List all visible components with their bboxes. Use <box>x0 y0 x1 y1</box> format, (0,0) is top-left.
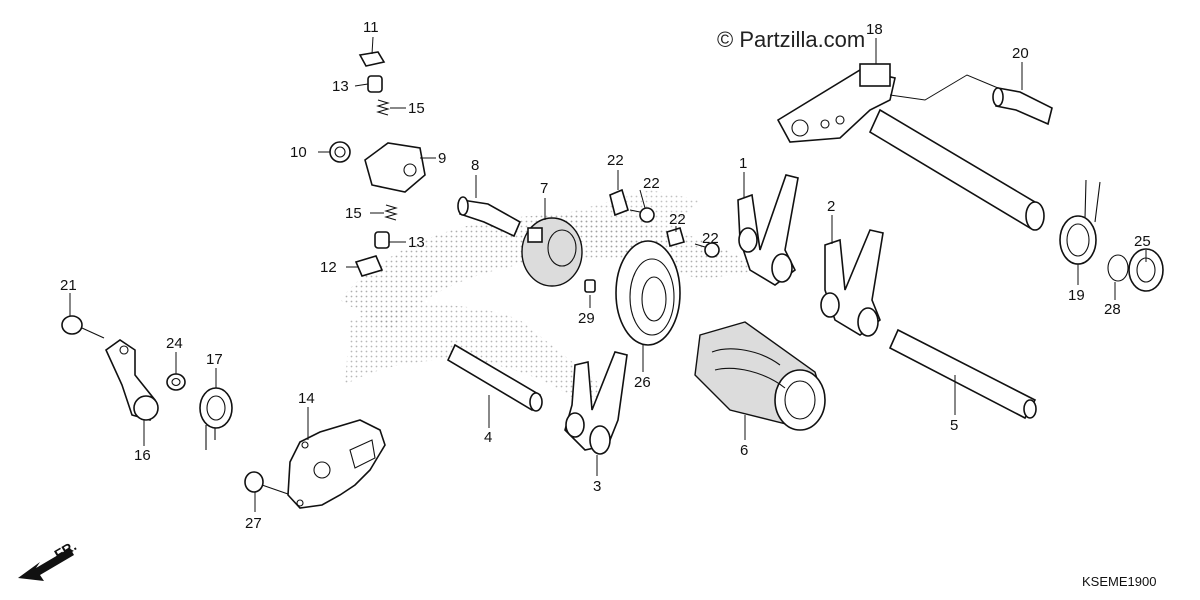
callout-17: 17 <box>206 351 223 368</box>
part-pin-bolt-20 <box>992 87 1053 126</box>
callout-28: 28 <box>1104 301 1121 318</box>
part-plate-24a <box>609 188 629 217</box>
part-stopper-arm-16 <box>104 339 159 421</box>
callout-26: 26 <box>634 374 651 391</box>
part-pin-13b <box>374 231 390 249</box>
callout-6: 6 <box>740 442 748 459</box>
part-bolt-27 <box>244 471 289 495</box>
callout-9: 9 <box>438 150 446 167</box>
callout-8: 8 <box>471 157 479 174</box>
callout-11: 11 <box>363 19 379 36</box>
callout-13-top: 13 <box>332 78 349 95</box>
callout-22-b: 22 <box>702 230 719 247</box>
callout-24-a: 22 <box>607 152 624 169</box>
part-fork-shaft-5 <box>888 328 1037 420</box>
part-bolt-22b <box>694 242 720 258</box>
part-collar-10 <box>329 141 351 163</box>
part-bearing <box>615 240 681 346</box>
callout-1: 1 <box>739 155 747 172</box>
callout-27: 27 <box>245 515 262 532</box>
part-bolt-22a <box>629 207 655 223</box>
callout-25: 25 <box>1134 233 1151 250</box>
part-cap-11 <box>358 51 386 67</box>
part-pin-13a <box>367 75 383 93</box>
front-arrow-icon: FR. <box>18 537 79 581</box>
part-shift-fork-2 <box>820 229 884 337</box>
callout-21: 21 <box>60 277 77 294</box>
callout-23: 24 <box>166 335 183 352</box>
part-drum-center <box>521 217 583 287</box>
callout-5: 5 <box>950 417 958 434</box>
part-pin-29 <box>584 279 596 293</box>
callout-15-top: 15 <box>408 100 425 117</box>
callout-labels: 11 13 15 10 9 15 13 12 8 7 22 22 22 22 2… <box>60 19 1151 532</box>
callout-29: 29 <box>578 310 595 327</box>
leader-lines <box>69 36 1147 512</box>
watermark: © Partzilla.com <box>717 27 865 52</box>
callout-24-b: 22 <box>669 211 686 228</box>
part-return-spring <box>1059 179 1101 265</box>
part-bolt-21 <box>61 315 105 339</box>
callout-4: 4 <box>484 429 492 446</box>
callout-2: 2 <box>827 198 835 215</box>
callout-14: 14 <box>298 390 315 407</box>
part-fork-shaft-4 <box>446 343 543 412</box>
callout-18: 18 <box>866 21 883 38</box>
part-shift-drum <box>694 321 826 431</box>
callout-22-a: 22 <box>643 175 660 192</box>
part-washer-23 <box>166 373 186 391</box>
part-circlip <box>1107 254 1129 282</box>
callout-3: 3 <box>593 478 601 495</box>
part-bolt-8 <box>457 196 522 238</box>
part-shift-spindle <box>776 63 1045 231</box>
callout-7: 7 <box>540 180 548 197</box>
callout-19: 19 <box>1068 287 1085 304</box>
part-spring-15b <box>384 204 398 221</box>
callout-16: 16 <box>134 447 151 464</box>
part-spring-17 <box>199 387 233 450</box>
callout-12: 12 <box>320 259 337 276</box>
part-spring-15a <box>376 99 390 116</box>
callout-20: 20 <box>1012 45 1029 62</box>
part-stopper-9 <box>364 142 426 193</box>
callout-10: 10 <box>290 144 307 161</box>
callout-13-bottom: 13 <box>408 234 425 251</box>
diagram-code: KSEME1900 <box>1082 574 1156 589</box>
part-plate-14 <box>287 419 386 509</box>
part-plate-12 <box>354 255 384 277</box>
callout-15-bottom: 15 <box>345 205 362 222</box>
part-shift-fork-3 <box>564 351 628 455</box>
part-shift-fork-1 <box>737 174 799 286</box>
